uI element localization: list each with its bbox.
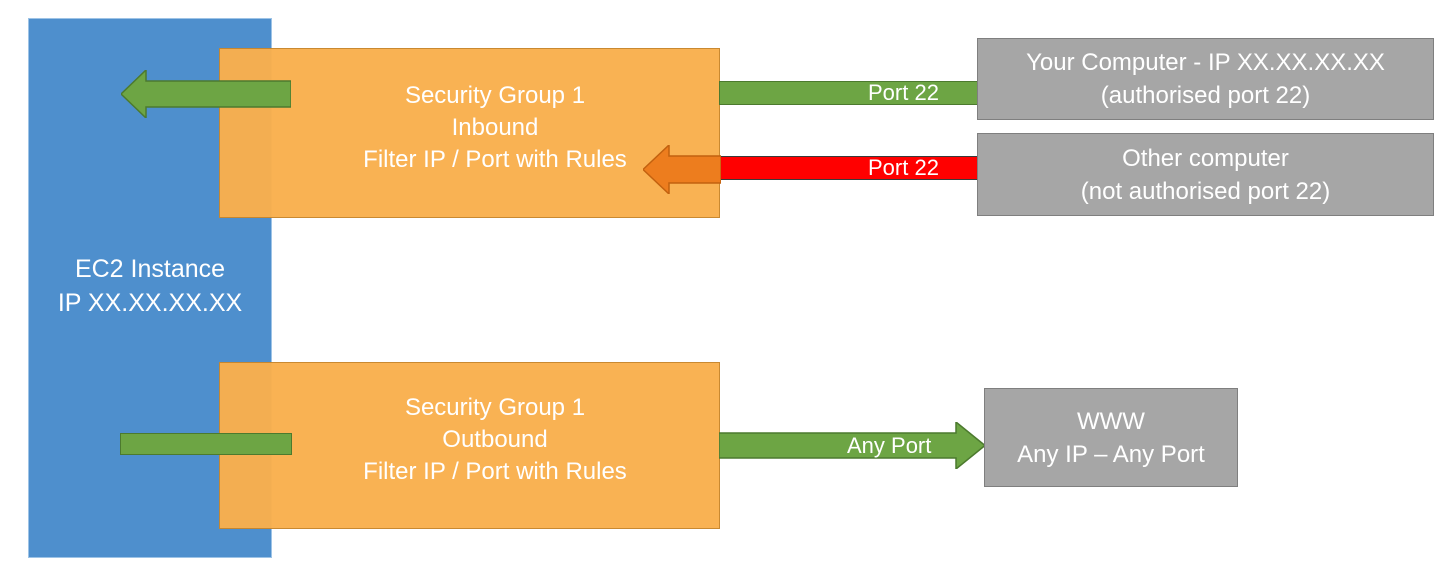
- external-node-www: WWW Any IP – Any Port: [984, 388, 1238, 487]
- outbound-origin-bar: [120, 433, 292, 455]
- blocked-inbound-bar: [719, 156, 978, 180]
- external-node-your-computer: Your Computer - IP XX.XX.XX.XX (authoris…: [977, 38, 1434, 120]
- external-node-other-computer: Other computer (not authorised port 22): [977, 133, 1434, 216]
- ec2-instance-label: EC2 Instance IP XX.XX.XX.XX: [57, 255, 243, 317]
- allowed-outbound-arrow-icon: [719, 422, 985, 469]
- allowed-inbound-bar: [719, 81, 978, 105]
- blocked-inbound-arrow-icon: [643, 145, 721, 194]
- security-group-inbound-box: [219, 48, 720, 218]
- security-group-outbound-box: [219, 362, 720, 529]
- allowed-inbound-arrow-icon: [121, 70, 291, 118]
